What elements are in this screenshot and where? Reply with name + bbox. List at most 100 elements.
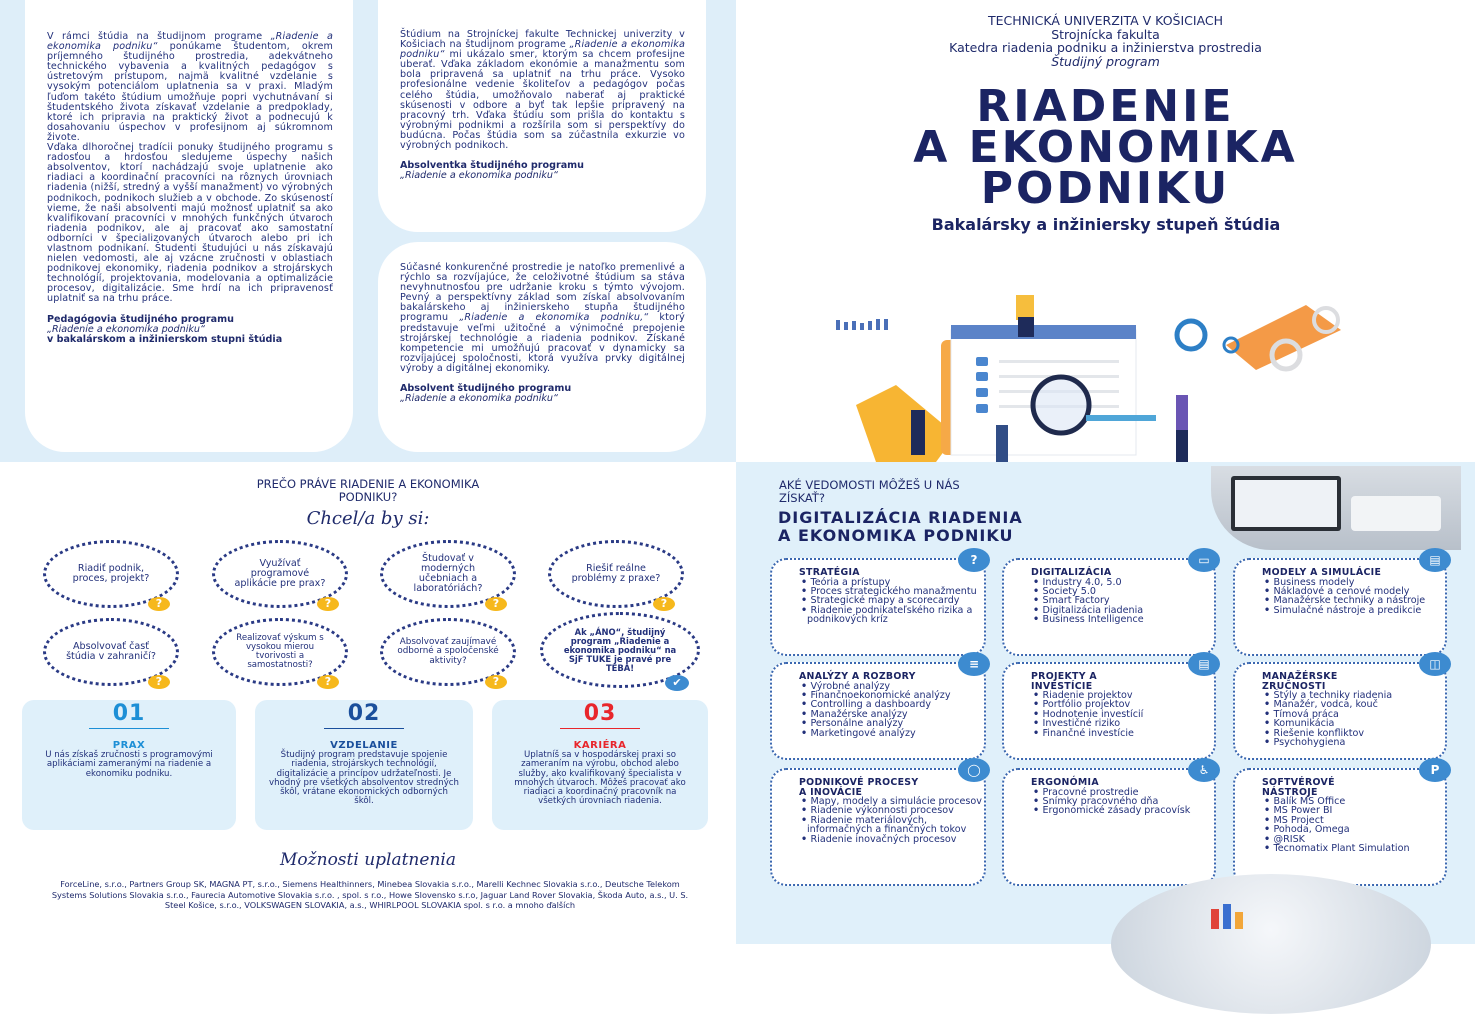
university-name: TECHNICKÁ UNIVERZITA V KOŠICIACH <box>987 13 1224 28</box>
department-name: Katedra riadenia podniku a inžinierstva … <box>949 40 1262 55</box>
knowledge-box: ▭ DIGITALIZÁCIAIndustry 4.0, 5.0Society 5… <box>1002 548 1220 656</box>
knowledge-list: Pracovné prostredieSnímky pracovného dňa… <box>1033 787 1214 816</box>
knowledge-list: Balík MS OfficeMS Power BIMS ProjectPoho… <box>1264 796 1445 854</box>
team-analysis-illustration <box>836 295 1341 462</box>
list-item: Marketingové analýzy <box>801 728 984 738</box>
title-line: PODNIKU <box>980 163 1231 214</box>
alumnus-testimonial-card: Súčasné konkurenčné prostredie je natoľk… <box>378 242 706 452</box>
question-bubble: Absolvovať časť štúdia v zahraničí?? <box>43 618 179 689</box>
why-script-subtitle: Chcel/a by si: <box>306 508 430 529</box>
teachers-testimonial-card: V rámci štúdia na študijnom programe „Ri… <box>25 0 353 452</box>
knowledge-box: ▤ PROJEKTY A INVESTÍCIERiadenie projektov… <box>1002 652 1220 760</box>
list-item: Mapy, modely a simulácie procesov <box>801 796 984 806</box>
knowledge-box-title: SOFTVÉROVÉ NÁSTROJE <box>1262 777 1335 798</box>
list-item: Business modely <box>1264 577 1445 587</box>
alumnus-paragraph: Súčasné konkurenčné prostredie je natoľk… <box>400 262 685 374</box>
list-item: Proces strategického manažmentu <box>801 586 984 596</box>
knowledge-box: ≡ ANALÝZY A ROZBORYVýrobné analýzyFinančn… <box>770 652 990 760</box>
question-mark-icon: ? <box>485 597 507 611</box>
knowledge-box-title: PODNIKOVÉ PROCESY A INOVÁCIE <box>799 777 919 798</box>
knowledge-list: Mapy, modely a simulácie procesovRiadeni… <box>801 796 984 844</box>
alumna-signature: Absolventka študijného programu „Riadeni… <box>400 160 585 182</box>
list-item: Manažérske analýzy <box>801 709 984 719</box>
alumna-testimonial-card: Štúdium na Strojníckej fakulte Technicke… <box>378 0 706 232</box>
list-item: Ergonomické zásady pracovísk <box>1033 806 1214 816</box>
knowledge-heading: DIGITALIZÁCIA RIADENIA A EKONOMIKA PODNI… <box>778 508 1023 545</box>
list-item: MS Project <box>1264 815 1445 825</box>
list-item: MS Power BI <box>1264 806 1445 816</box>
search-list-icon: ≡ <box>958 652 990 676</box>
list-item: Riadenie inovačných procesov <box>801 834 984 844</box>
checkmark-icon: ✔ <box>665 675 689 691</box>
knowledge-box-title: MANAŽÉRSKE ZRUČNOSTI <box>1262 671 1338 692</box>
list-item: Teória a prístupy <box>801 577 984 587</box>
document-icon: ▤ <box>1188 652 1220 676</box>
title-line: A EKONOMIKA <box>913 122 1298 173</box>
office-apps-icon: P <box>1419 758 1451 782</box>
monitor-icon: ▤ <box>1419 548 1451 572</box>
alumnus-signature: Absolvent študijného programu „Riadenie … <box>400 383 572 405</box>
knowledge-list: Štýly a techniky riadeniaManažér, vodca,… <box>1264 690 1445 748</box>
knowledge-question: AKÉ VEDOMOSTI MÔŽEŠ U NÁS ZÍSKAŤ? <box>779 478 960 505</box>
knowledge-list: Riadenie projektovPortfólio projektovHod… <box>1033 690 1214 738</box>
list-item: Hodnotenie investícií <box>1033 709 1214 719</box>
list-item: Psychohygiena <box>1264 738 1445 748</box>
cover-panel: TECHNICKÁ UNIVERZITA V KOŠICIACH Strojní… <box>736 0 1475 462</box>
knowledge-list: Výrobné analýzyFinančnoekonomické analýz… <box>801 681 984 738</box>
list-item: Strategické mapy a scorecardy <box>801 596 984 606</box>
feature-number: 03 <box>583 701 617 726</box>
charts-photo <box>1111 874 1431 1014</box>
knowledge-box-title: PROJEKTY A INVESTÍCIE <box>1031 671 1097 692</box>
list-item: Smart Factory <box>1033 596 1214 606</box>
feature-card-prax: 01 PRAX U nás získaš zručnosti s program… <box>22 700 236 830</box>
list-item: Štýly a techniky riadenia <box>1264 690 1445 700</box>
knowledge-box: ? STRATÉGIATeória a prístupyProces strate… <box>770 548 990 656</box>
list-item: Finančnoekonomické analýzy <box>801 690 984 700</box>
question-mark-icon: ? <box>148 675 170 689</box>
list-item: Controlling a dashboardy <box>801 700 984 710</box>
knowledge-box: ▤MODELY A SIMULÁCIEBusiness modelyNáklad… <box>1233 548 1451 656</box>
question-bubble: Riadiť podnik, proces, projekt?? <box>43 540 179 611</box>
list-item: Tecnomatix Plant Simulation <box>1264 844 1445 854</box>
feature-number: 02 <box>347 701 381 726</box>
knowledge-box-title: ANALÝZY A ROZBORY <box>799 671 916 682</box>
why-heading: PREČO PRÁVE RIADENIE A EKONOMIKA PODNIKU… <box>256 477 480 504</box>
list-item: Snímky pracovného dňa <box>1033 796 1214 806</box>
answer-bubble: Ak „ÁNO“, študijný program „Riadenie a e… <box>540 612 700 691</box>
knowledge-box: ◫MANAŽÉRSKE ZRUČNOSTIŠtýly a techniky ri… <box>1233 652 1451 760</box>
knowledge-panel: AKÉ VEDOMOSTI MÔŽEŠ U NÁS ZÍSKAŤ? DIGITA… <box>736 462 1475 1014</box>
workstation-icon: ♿ <box>1188 758 1220 782</box>
list-item: Pracovné prostredie <box>1033 787 1214 797</box>
feature-title: VZDELANIE <box>330 740 398 751</box>
teachers-paragraph-2: Vďaka dlhoročnej tradícii ponuky študijn… <box>47 142 333 305</box>
question-bubble: Študovať v moderných učebniach a laborat… <box>380 540 516 611</box>
list-item: Tímová práca <box>1264 709 1445 719</box>
list-item: Simulačné nástroje a predikcie <box>1264 605 1445 615</box>
title-line: RIADENIE <box>976 81 1235 132</box>
list-item: Manažér, vodca, kouč <box>1264 700 1445 710</box>
lightbulb-icon: ◯ <box>958 758 990 782</box>
question-bubble: Riešiť reálne problémy z praxe?? <box>548 540 684 611</box>
faculty-name: Strojnícka fakulta <box>1051 26 1160 42</box>
list-item: Manažérske techniky a nástroje <box>1264 596 1445 606</box>
computer-photo <box>1211 466 1461 550</box>
list-item: Riadenie výkonnosti procesov <box>801 806 984 816</box>
feature-card-kariera: 03 KARIÉRA Uplatníš sa v hospodárskej pr… <box>492 700 708 830</box>
knowledge-box-title: DIGITALIZÁCIA <box>1031 567 1112 578</box>
cover-title: RIADENIE A EKONOMIKA PODNIKU <box>736 81 1475 214</box>
alumna-paragraph: Štúdium na Strojníckej fakulte Technicke… <box>400 29 685 152</box>
question-mark-icon: ? <box>485 675 507 689</box>
feature-text: Študijný program predstavuje spojenie ri… <box>269 750 459 807</box>
knowledge-box-title: STRATÉGIA <box>799 567 860 578</box>
list-item: Business Intelligence <box>1033 615 1214 625</box>
question-mark-icon: ? <box>317 597 339 611</box>
list-item: Komunikácia <box>1264 719 1445 729</box>
head-question-icon: ? <box>958 548 990 572</box>
knowledge-list: Industry 4.0, 5.0Society 5.0Smart Factor… <box>1033 577 1214 625</box>
knowledge-list: Business modelyNákladové a cenové modely… <box>1264 577 1445 615</box>
list-item: Pohoda, Omega <box>1264 825 1445 835</box>
laptop-icon: ▭ <box>1188 548 1220 572</box>
question-mark-icon: ? <box>317 675 339 689</box>
question-bubble: Absolvovať zaujímavé odborné a spoločens… <box>380 618 516 689</box>
list-item: Riadenie materiálových, informačných a f… <box>801 816 984 835</box>
